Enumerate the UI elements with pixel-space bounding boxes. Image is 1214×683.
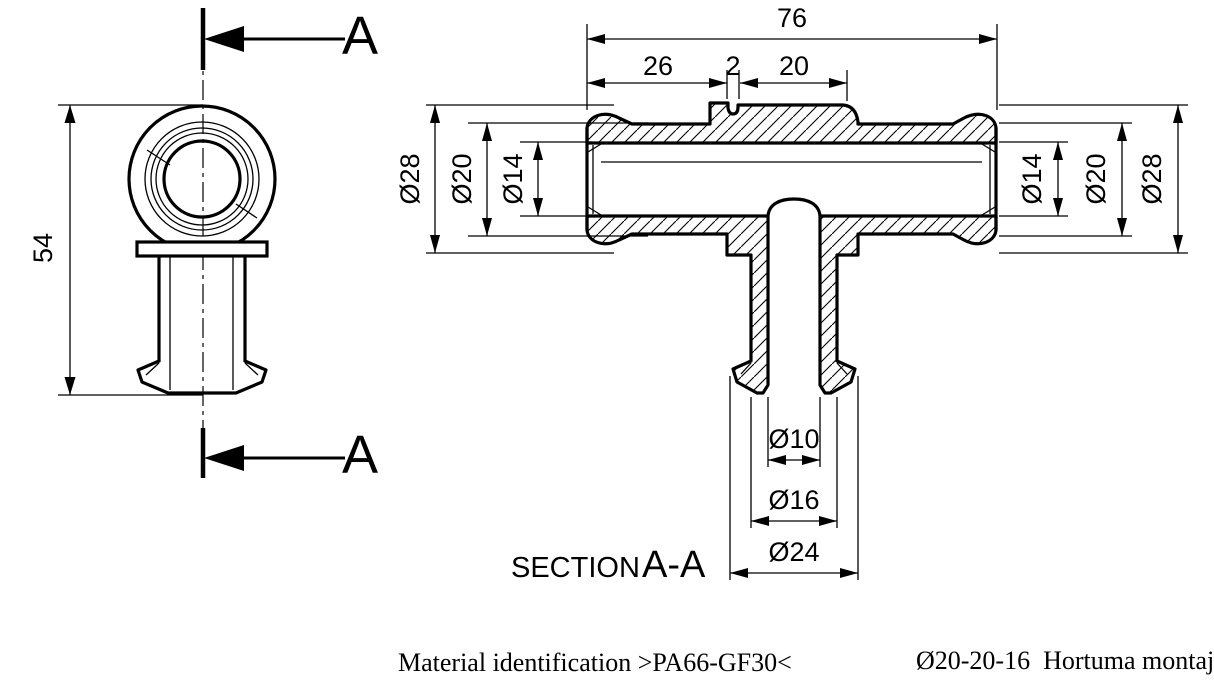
dim-54-value: 54 [28, 233, 58, 263]
dim-arrow-icon [587, 78, 605, 88]
barb-chamfer-left [145, 362, 160, 376]
dim-d10-value: Ø10 [768, 424, 819, 454]
section-view: 76 26 2 20 Ø28 [395, 3, 1188, 586]
dim-d28-left: Ø28 [395, 153, 425, 204]
dims-right: Ø14 Ø20 Ø28 [999, 104, 1188, 254]
dim-arrow-icon [430, 105, 440, 123]
dim-arrow-icon [482, 218, 492, 236]
top-wall [585, 101, 998, 145]
part-title: Ø20-20-16 Hortuma montaj [916, 646, 1214, 675]
dim-arrow-icon [709, 78, 727, 88]
dim-arrow-icon [802, 455, 820, 465]
inner-circle-2 [150, 127, 254, 231]
dim-54: 54 [28, 104, 203, 396]
dim-d24-value: Ø24 [768, 537, 819, 567]
dim-arrow-icon [1117, 218, 1127, 236]
dims-left: Ø28 Ø20 Ø14 [395, 104, 648, 254]
dim-arrow-icon [819, 516, 837, 526]
dim-arrow-icon [829, 78, 847, 88]
dim-arrow-icon [1053, 142, 1063, 160]
material-note: Material identification >PA66-GF30< [398, 648, 792, 677]
dim-arrow-icon [768, 455, 786, 465]
cut-arrow-head-top-icon [204, 26, 244, 52]
branch-chamfer-left [740, 362, 752, 375]
dim-d28-right: Ø28 [1137, 153, 1167, 204]
bore-chamfer [981, 143, 996, 153]
dim-arrow-icon [840, 568, 858, 578]
cut-arrow-head-bottom-icon [204, 445, 244, 471]
dim-76-value: 76 [777, 3, 807, 33]
dim-d14-right: Ø14 [1017, 153, 1047, 204]
bore-chamfer [981, 206, 996, 216]
dim-arrow-icon [1053, 198, 1063, 216]
dim-arrow-icon [430, 235, 440, 253]
dim-arrow-icon [587, 34, 605, 44]
dim-76: 76 [586, 3, 998, 110]
dim-arrow-icon [64, 105, 76, 123]
dim-arrow-icon [1173, 235, 1183, 253]
tangent-tick-lower [235, 203, 258, 219]
dim-arrow-icon [740, 78, 758, 88]
bore-circle [162, 139, 242, 219]
flange [135, 240, 269, 258]
dim-arrow-icon [482, 123, 492, 141]
dim-arrow-icon [979, 34, 997, 44]
bore-chamfer [587, 206, 602, 216]
dim-d20-right: Ø20 [1081, 153, 1111, 204]
dim-d16-value: Ø16 [768, 485, 819, 515]
dim-arrow-icon [1173, 105, 1183, 123]
bore-chamfer [587, 143, 602, 153]
section-caption: SECTION A-A [511, 544, 706, 586]
dim-arrow-icon [730, 568, 748, 578]
tangent-tick-upper [146, 149, 171, 166]
dim-2-value: 2 [725, 51, 740, 81]
cut-label-top: A [342, 6, 378, 66]
inner-circle-3 [155, 132, 249, 226]
dim-arrow-icon [751, 516, 769, 526]
cut-label-bottom: A [342, 425, 378, 485]
dim-26-2-20: 26 2 20 [587, 51, 848, 101]
inner-circle-1 [144, 121, 260, 237]
branch-chamfer-right [836, 362, 848, 375]
dim-26-value: 26 [643, 51, 673, 81]
bore-intersection-arch [766, 197, 822, 218]
dims-branch: Ø10 Ø16 Ø24 [729, 376, 859, 580]
dim-arrow-icon [533, 198, 543, 216]
dim-d14-left: Ø14 [498, 153, 528, 204]
dim-20-value: 20 [779, 51, 809, 81]
bottom-wall-right [818, 214, 998, 395]
side-view: A A 54 [28, 6, 378, 485]
dim-arrow-icon [1117, 123, 1127, 141]
stem-barb-bulge [136, 359, 268, 395]
barb-chamfer-right [244, 362, 259, 376]
section-caption-ref: A-A [642, 544, 706, 586]
dim-arrow-icon [533, 142, 543, 160]
dim-arrow-icon [64, 377, 76, 395]
bottom-wall-left [585, 214, 770, 395]
dim-d20-left: Ø20 [447, 153, 477, 204]
section-caption-word: SECTION [511, 552, 640, 584]
